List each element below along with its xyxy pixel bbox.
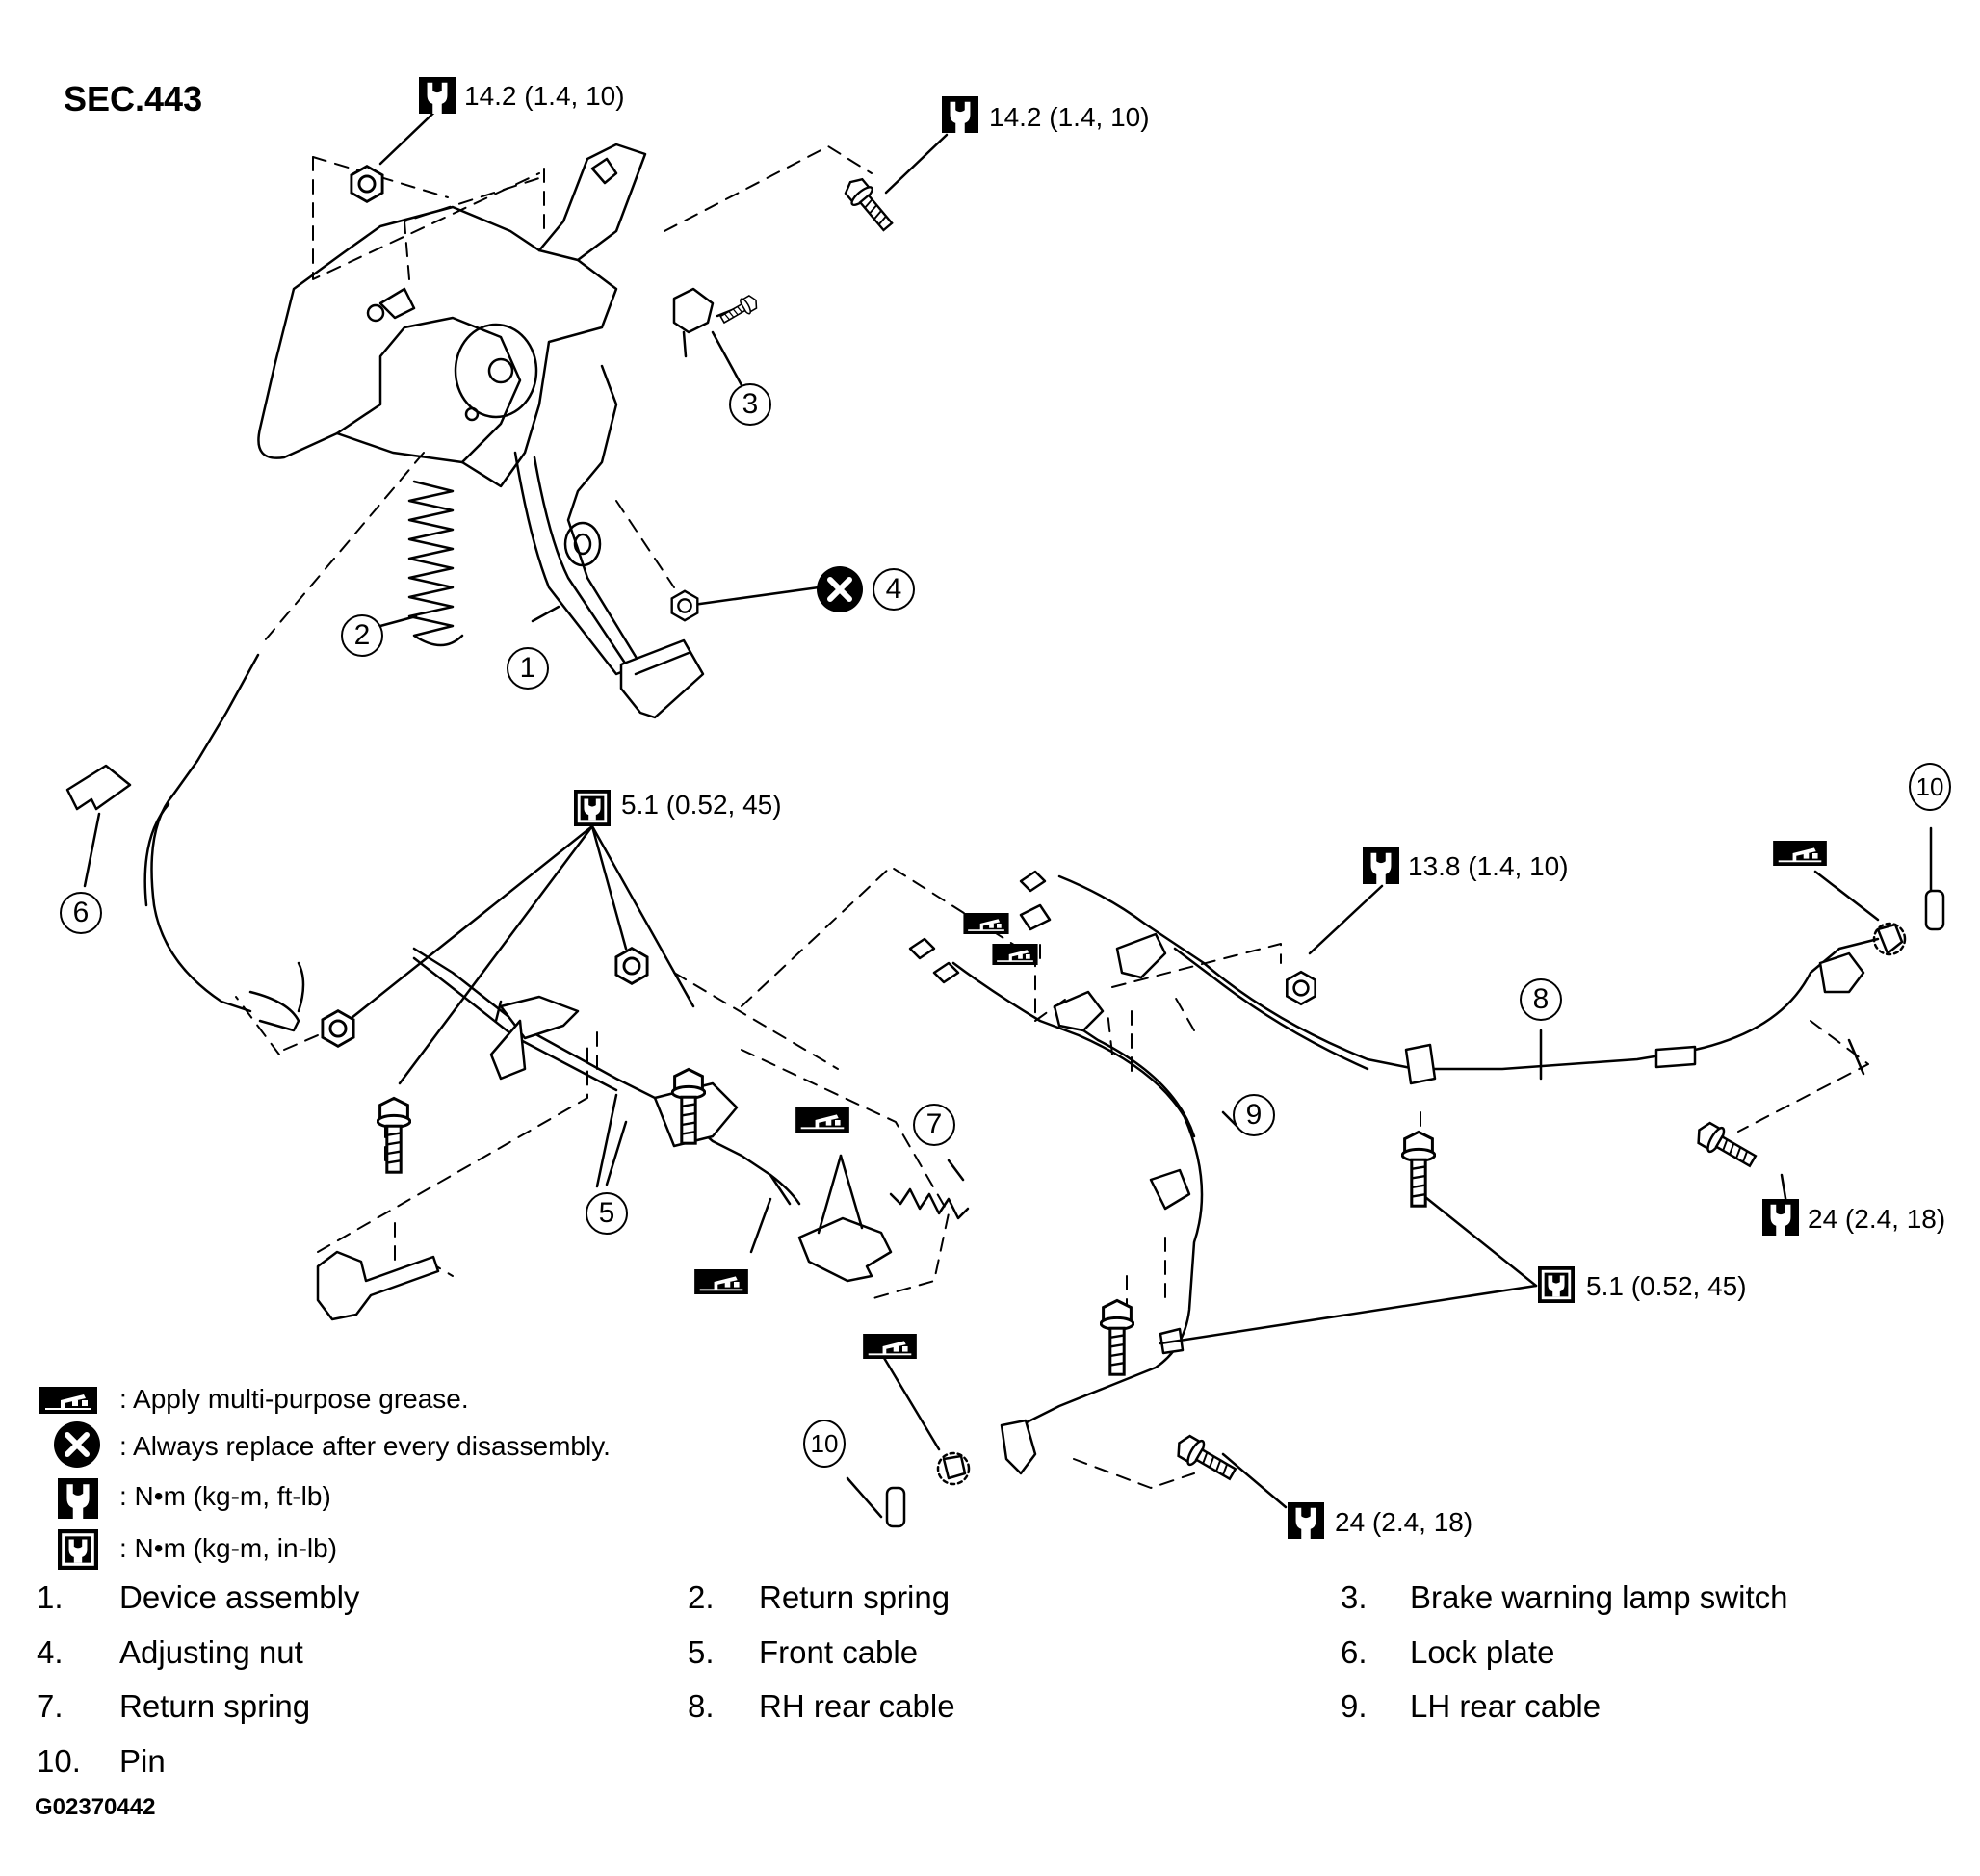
callout-2: 2 xyxy=(341,614,383,657)
part-9-num: 9. xyxy=(1341,1688,1368,1724)
part-7-num: 7. xyxy=(37,1688,64,1724)
upper-bracket xyxy=(537,143,647,262)
front-cable xyxy=(412,947,792,1206)
torque-label-rear-cable: 5.1 (0.52, 45) xyxy=(1586,1271,1747,1301)
part-9-name: LH rear cable xyxy=(1410,1688,1602,1724)
front-cable-bracket xyxy=(316,1250,440,1321)
figure-code: G02370442 xyxy=(35,1794,156,1820)
torque-label-lh-bolt: 24 (2.4, 18) xyxy=(1335,1507,1473,1537)
pin-lower xyxy=(885,1486,906,1528)
front-cable-upper xyxy=(150,653,260,1013)
rh-cable-end xyxy=(1818,951,1865,994)
legend-torque-ftlb-text: : N•m (kg-m, ft-lb) xyxy=(119,1481,331,1511)
part-1-num: 1. xyxy=(37,1579,64,1615)
part-6-name: Lock plate xyxy=(1410,1634,1555,1670)
part-4-name: Adjusting nut xyxy=(119,1634,303,1670)
lh-cable-end xyxy=(1000,1419,1037,1475)
part-5-name: Front cable xyxy=(759,1634,919,1670)
callout-6: 6 xyxy=(60,892,102,934)
part-2-name: Return spring xyxy=(759,1579,951,1615)
callout-1: 1 xyxy=(507,647,549,690)
callout-7: 7 xyxy=(913,1104,955,1146)
callout-5: 5 xyxy=(586,1192,628,1235)
part-1-name: Device assembly xyxy=(119,1579,360,1615)
part-3-name: Brake warning lamp switch xyxy=(1410,1579,1788,1615)
lock-plate xyxy=(65,764,132,811)
callout-4: 4 xyxy=(873,568,915,611)
torque-label-upper-nut: 14.2 (1.4, 10) xyxy=(464,81,625,111)
torque-label-rh-bolt: 24 (2.4, 18) xyxy=(1808,1204,1946,1234)
part-10-name: Pin xyxy=(119,1743,166,1779)
torque-label-rear-nut: 13.8 (1.4, 10) xyxy=(1408,851,1569,881)
pin-upper xyxy=(1924,889,1945,931)
callout-10-lower: 10 xyxy=(803,1420,846,1468)
equalizer-plate xyxy=(797,1216,893,1283)
section-title: SEC.443 xyxy=(64,79,203,118)
torque-label-front-cable: 5.1 (0.52, 45) xyxy=(621,790,782,820)
pedal-pad xyxy=(619,638,705,719)
torque-label-upper-bolt: 14.2 (1.4, 10) xyxy=(989,102,1150,132)
part-4-num: 4. xyxy=(37,1634,64,1670)
rh-rear-cable xyxy=(1057,874,1880,1071)
part-8-num: 8. xyxy=(688,1688,715,1724)
part-10-num: 10. xyxy=(37,1743,81,1779)
legend-torque-inlb-text: : N•m (kg-m, in-lb) xyxy=(119,1533,338,1563)
part-8-name: RH rear cable xyxy=(759,1688,955,1724)
callout-3: 3 xyxy=(729,383,771,426)
callout-9: 9 xyxy=(1233,1094,1275,1136)
return-spring-lower xyxy=(889,1187,970,1220)
callout-8: 8 xyxy=(1520,978,1562,1021)
pedal-arm xyxy=(513,364,642,676)
callout-10-upper: 10 xyxy=(1909,763,1951,811)
return-spring-upper xyxy=(407,480,464,647)
lamp-switch xyxy=(672,287,715,334)
legend-grease-text: : Apply multi-purpose grease. xyxy=(119,1384,469,1414)
legend-replace-text: : Always replace after every disassembly… xyxy=(119,1431,611,1461)
part-2-num: 2. xyxy=(688,1579,715,1615)
part-5-num: 5. xyxy=(688,1634,715,1670)
part-3-num: 3. xyxy=(1341,1579,1368,1615)
part-6-num: 6. xyxy=(1341,1634,1368,1670)
part-7-name: Return spring xyxy=(119,1688,311,1724)
